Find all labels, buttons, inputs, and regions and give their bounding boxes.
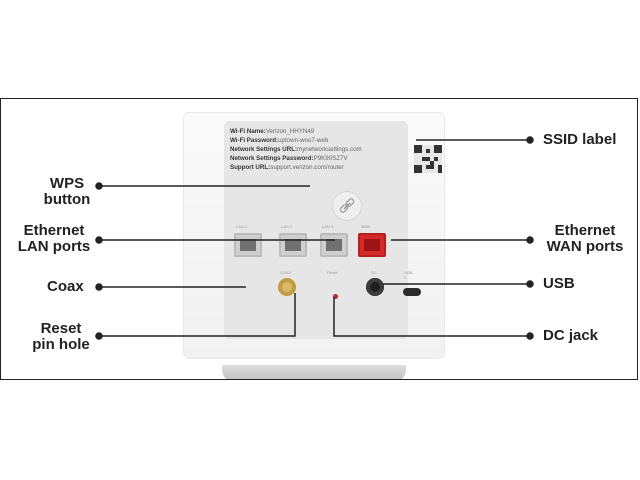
ssid-callout-dot bbox=[526, 136, 534, 144]
dc-jack-callout-dot bbox=[526, 332, 534, 340]
coax-port-label: COAX bbox=[280, 270, 292, 275]
reset-label-line1: Reset bbox=[40, 320, 82, 337]
ssid-sticker: Wi-Fi Name:Verizon_HHYN49 Wi-Fi Password… bbox=[230, 127, 362, 172]
ethernet-lan-label: Ethernet LAN ports bbox=[11, 223, 97, 255]
reset-callout-dot bbox=[95, 332, 103, 340]
network-url-label: Network Settings URL: bbox=[230, 146, 298, 153]
lan2-port-label: LAN 2 bbox=[281, 224, 293, 229]
router-back: Wi-Fi Name:Verizon_HHYN49 Wi-Fi Password… bbox=[184, 113, 444, 379]
support-url-label: Support URL: bbox=[230, 164, 271, 171]
ethernet-lan-label-line2: LAN ports bbox=[17, 238, 91, 255]
router-panel: Wi-Fi Name:Verizon_HHYN49 Wi-Fi Password… bbox=[224, 121, 442, 339]
dc-jack-label: DC jack bbox=[543, 327, 599, 344]
ethernet-wan-port[interactable] bbox=[358, 233, 386, 257]
reset-port-label: Reset bbox=[327, 270, 338, 275]
wan-port-label: WAN bbox=[361, 224, 371, 229]
wps-label: WPS button bbox=[37, 176, 97, 208]
wifi-name-label: Wi-Fi Name: bbox=[230, 128, 266, 135]
coax-label: Coax bbox=[47, 278, 84, 295]
ethernet-wan-label-line1: Ethernet bbox=[554, 222, 616, 239]
ethernet-lan-callout-dot bbox=[95, 236, 103, 244]
ethernet-lan-port-3[interactable] bbox=[320, 233, 348, 257]
wifi-password-label: Wi-Fi Password: bbox=[230, 137, 279, 144]
ethernet-wan-callout-dot bbox=[526, 236, 534, 244]
ssid-label: SSID label bbox=[543, 131, 617, 148]
dc-jack-callout-line bbox=[333, 297, 530, 337]
reset-label-line2: pin hole bbox=[32, 336, 90, 353]
reset-callout-line bbox=[99, 293, 296, 337]
coax-callout-dot bbox=[95, 283, 103, 291]
ethernet-lan-port-1[interactable] bbox=[234, 233, 262, 257]
lan1-port-label: LAN 1 bbox=[236, 224, 248, 229]
wifi-password-value: uptown-woo7-web bbox=[278, 137, 329, 144]
reset-label: Reset pin hole bbox=[25, 321, 97, 353]
wifi-name-value: Verizon_HHYN49 bbox=[265, 128, 315, 135]
wps-label-line1: WPS bbox=[49, 175, 85, 192]
network-password-value: P9K90SZ7V bbox=[313, 155, 348, 162]
wps-callout-dot bbox=[95, 182, 103, 190]
network-url-value: mynetworksettings.com bbox=[297, 146, 362, 153]
diagram-frame: Wi-Fi Name:Verizon_HHYN49 Wi-Fi Password… bbox=[0, 98, 638, 380]
wps-button[interactable] bbox=[332, 191, 362, 221]
network-password-label: Network Settings Password: bbox=[230, 155, 314, 162]
router-base bbox=[222, 365, 406, 379]
usb-port-label: USB-C bbox=[404, 270, 414, 280]
coax-connector[interactable] bbox=[278, 278, 296, 296]
ethernet-wan-label: Ethernet WAN ports bbox=[542, 223, 628, 255]
qr-code-icon bbox=[414, 145, 442, 173]
lan3-port-label: LAN 3 bbox=[322, 224, 334, 229]
ethernet-lan-label-line1: Ethernet bbox=[23, 222, 85, 239]
wps-label-line2: button bbox=[43, 191, 91, 208]
support-url-value: support.verizon.com/router bbox=[270, 164, 344, 171]
callout-lines bbox=[95, 136, 534, 340]
dc-jack[interactable] bbox=[366, 278, 384, 296]
usb-port[interactable] bbox=[403, 288, 421, 296]
dc-port-label: DC bbox=[371, 270, 377, 275]
usb-label: USB bbox=[543, 275, 575, 292]
ethernet-wan-label-line2: WAN ports bbox=[546, 238, 624, 255]
ethernet-lan-port-2[interactable] bbox=[279, 233, 307, 257]
usb-callout-dot bbox=[526, 280, 534, 288]
wps-link-icon bbox=[339, 198, 355, 213]
reset-pin-hole[interactable] bbox=[333, 294, 338, 299]
